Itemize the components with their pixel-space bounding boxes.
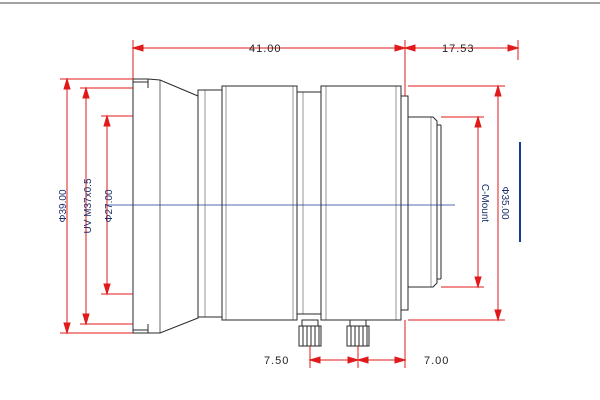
lens-focus-ring	[221, 85, 298, 321]
screw-offset-right-label: 7.00	[424, 355, 449, 367]
outer-diameter-label: Φ39.00	[58, 189, 69, 222]
lens-iris-ring	[320, 85, 402, 321]
locking-screw-left	[298, 319, 322, 347]
filter-thread-label: UV M37x0.5	[83, 178, 94, 233]
inner-diameter-label: Φ27.00	[104, 189, 115, 222]
lens-collar	[197, 89, 223, 318]
flange-distance-label: 17.53	[442, 43, 475, 55]
lens-c-mount-thread	[407, 116, 438, 288]
locking-screw-right	[346, 319, 370, 347]
screw-offset-left-label: 7.50	[264, 355, 289, 367]
mount-diameter-label: Φ35.00	[499, 186, 510, 219]
c-mount-label: C-Mount	[479, 184, 490, 223]
lens-front-hood	[132, 78, 199, 334]
lens-outline	[132, 78, 442, 334]
dimension-lines	[60, 40, 520, 368]
lens-rear-step	[400, 95, 409, 311]
lens-middle-band	[296, 91, 322, 315]
total-length-label: 41.00	[249, 43, 282, 55]
